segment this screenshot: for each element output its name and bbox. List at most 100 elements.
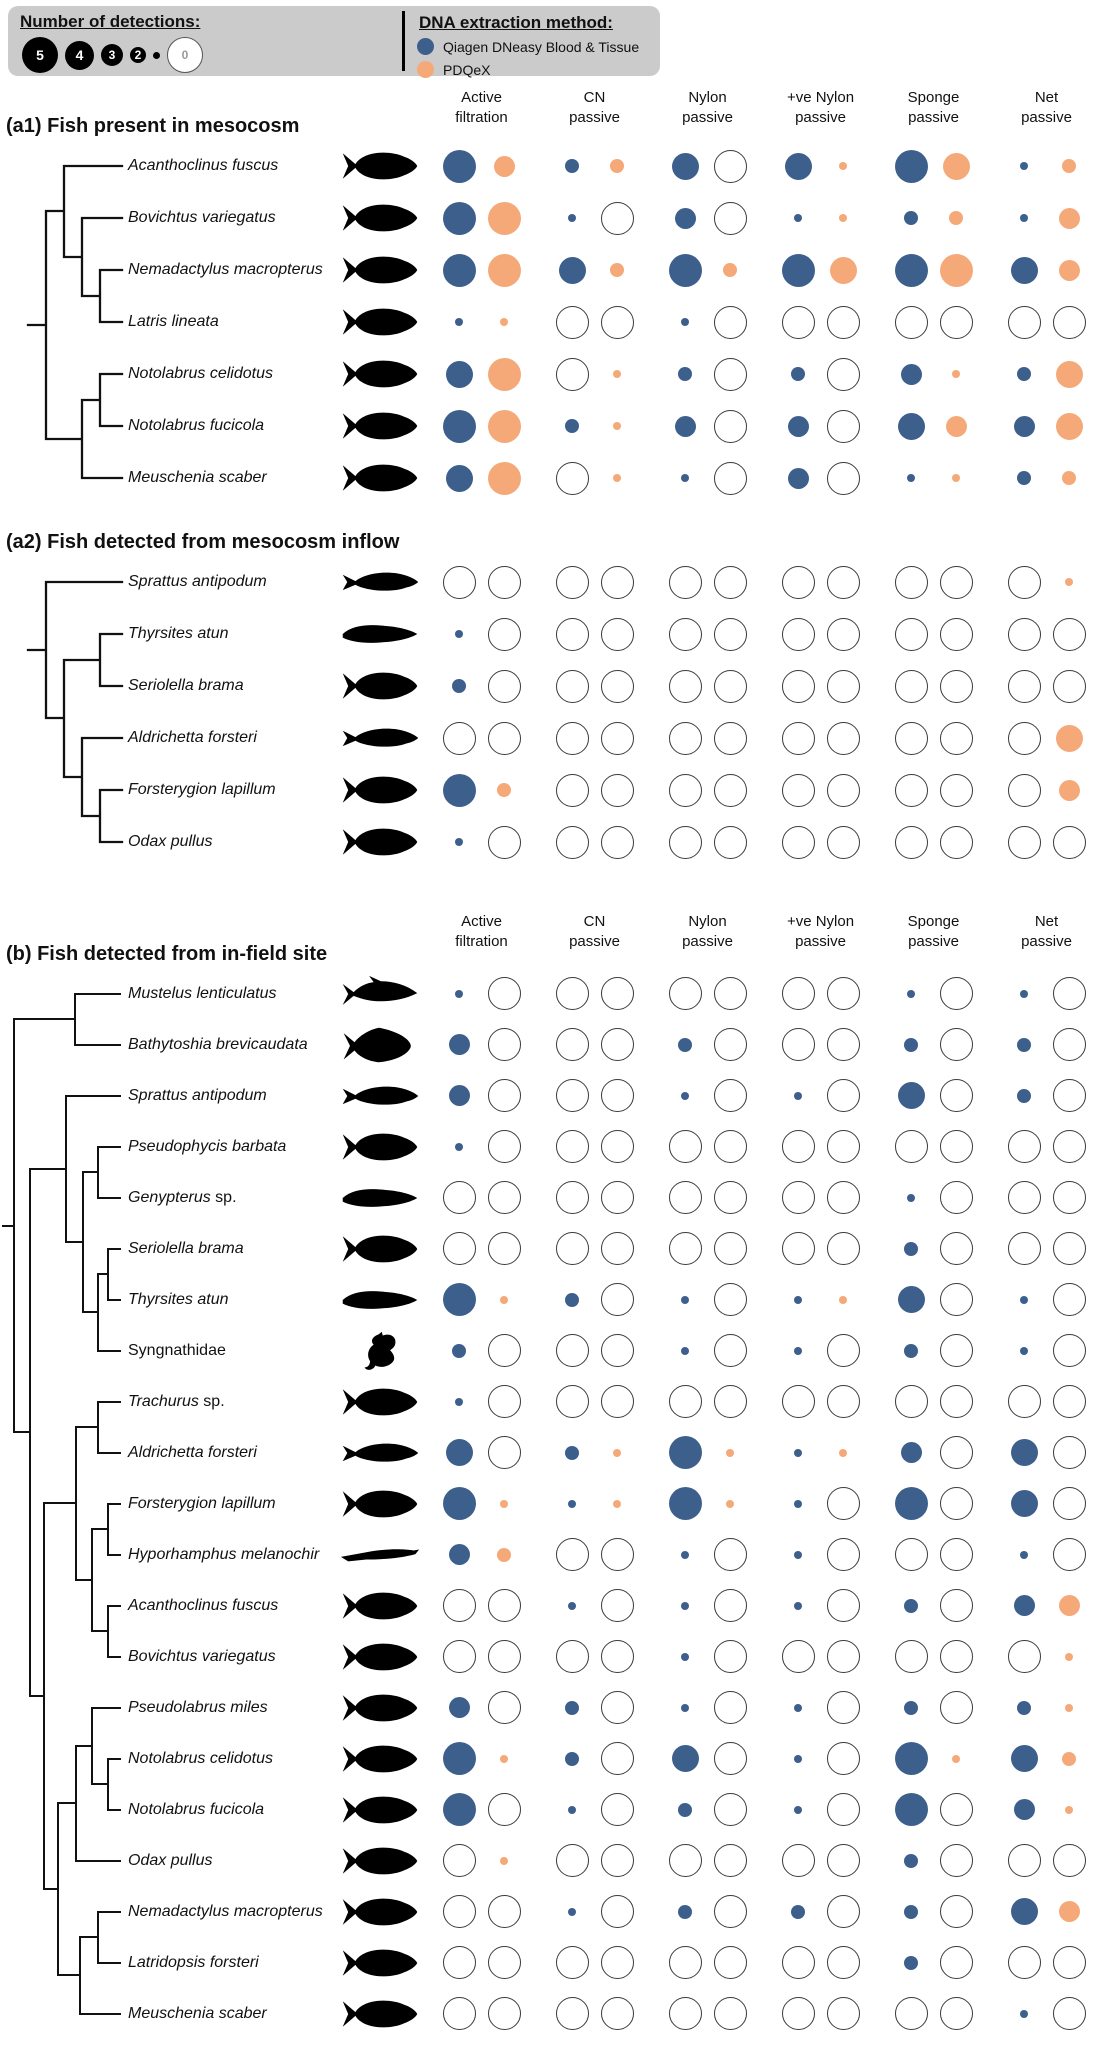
- fish-silhouette-fish-icon: [335, 458, 425, 498]
- bubble-slot: [1047, 404, 1092, 448]
- bubble-cell-col5: [877, 1686, 990, 1730]
- species-row: Thyrsites atun: [0, 608, 1106, 660]
- bubble-qiagen-4: [671, 152, 699, 180]
- bubble-pdqex-0: [600, 1844, 634, 1877]
- species-label: Forsterygion lapillum: [128, 1494, 276, 1512]
- bubble-cell-col6: [990, 1992, 1103, 2036]
- bubble-pdqex-0: [939, 1079, 973, 1112]
- species-label: Hyporhamphus melanochir: [128, 1545, 320, 1563]
- bubble-pdqex-0: [713, 565, 747, 599]
- bubble-pdqex-0: [713, 1589, 747, 1622]
- bubble-slot: [437, 716, 482, 760]
- bubble-pdqex-0: [939, 1793, 973, 1826]
- bubble-slot: [663, 1176, 708, 1220]
- bubble-slot: [776, 1941, 821, 1985]
- bubble-slot: [934, 820, 979, 864]
- fish-silhouette-fish-icon: [335, 666, 425, 706]
- method-label: PDQeX: [443, 61, 491, 78]
- bubble-cell-col2: [538, 1176, 651, 1220]
- bubble-qiagen-0: [781, 565, 815, 599]
- bubble-slot: [595, 1482, 640, 1526]
- bubble-slot: [550, 612, 595, 656]
- bubble-pdqex-1: [1065, 1805, 1073, 1814]
- bubble-slot: [482, 1125, 527, 1169]
- bubble-cell-col3: [651, 1227, 764, 1271]
- bubble-pdqex-1: [500, 318, 508, 326]
- species-row: Trachurus sp.: [0, 1376, 1106, 1427]
- bubble-qiagen-0: [555, 977, 589, 1010]
- detection-size-2: 2: [130, 47, 146, 63]
- bubble-slot: [1002, 1635, 1047, 1679]
- bubble-slot: [708, 1482, 753, 1526]
- bubble-slot: [663, 1227, 708, 1271]
- bubble-cell-col1: [425, 1890, 538, 1934]
- bubble-pdqex-0: [1052, 1130, 1086, 1163]
- bubble-pdqex-0: [1052, 1487, 1086, 1520]
- bubble-slot: [889, 768, 934, 812]
- bubble-slot: [550, 768, 595, 812]
- bubble-cell-col2: [538, 560, 651, 604]
- bubble-pdqex-5: [487, 409, 521, 443]
- bubble-slot: [482, 1074, 527, 1118]
- bubble-slot: [550, 820, 595, 864]
- bubble-slot: [437, 1227, 482, 1271]
- bubble-qiagen-3: [674, 207, 696, 229]
- bubble-slot: [595, 768, 640, 812]
- species-row: Notolabrus fucicola: [0, 1784, 1106, 1835]
- bubble-slot: [776, 1176, 821, 1220]
- bubble-pdqex-0: [713, 1844, 747, 1877]
- bubble-slot: [708, 1227, 753, 1271]
- bubble-slot: [663, 1125, 708, 1169]
- bubble-slot: [889, 1788, 934, 1832]
- bubble-slot: [663, 404, 708, 448]
- bubble-slot: [482, 352, 527, 396]
- bubble-pdqex-0: [939, 617, 973, 651]
- panel-title-b: (b) Fish detected from in-field site: [6, 943, 328, 965]
- bubble-slot: [437, 1278, 482, 1322]
- bubble-slot: [663, 144, 708, 188]
- bubble-pdqex-0: [487, 1130, 521, 1163]
- bubble-cell-col2: [538, 1278, 651, 1322]
- fish-silhouette-fish-icon: [335, 1586, 425, 1626]
- bubble-cell-col1: [425, 1788, 538, 1832]
- bubble-cell-col3: [651, 196, 764, 240]
- bubble-cell-col1: [425, 248, 538, 292]
- bubble-qiagen-5: [442, 409, 476, 443]
- bubble-slot: [437, 1074, 482, 1118]
- bubble-qiagen-4: [784, 152, 812, 180]
- bubble-slot: [663, 1788, 708, 1832]
- bubble-cell-col6: [990, 1380, 1103, 1424]
- bubble-qiagen-1: [1020, 1550, 1028, 1559]
- bubble-slot: [708, 820, 753, 864]
- bubble-qiagen-5: [442, 201, 476, 235]
- bubble-slot: [437, 820, 482, 864]
- bubble-slot: [889, 1941, 934, 1985]
- bubble-slot: [934, 1839, 979, 1883]
- bubble-pdqex-0: [487, 1895, 521, 1928]
- bubble-qiagen-0: [442, 1997, 476, 2030]
- bubble-pdqex-1: [500, 1754, 508, 1763]
- bubble-cell-col3: [651, 664, 764, 708]
- bubble-slot: [776, 196, 821, 240]
- bubble-pdqex-0: [713, 1640, 747, 1673]
- bubble-cell-col6: [990, 1482, 1103, 1526]
- bubble-slot: [889, 1992, 934, 2036]
- bubble-qiagen-4: [1010, 1439, 1038, 1466]
- bubble-qiagen-0: [555, 1028, 589, 1061]
- bubble-slot: [482, 560, 527, 604]
- bubble-slot: [595, 404, 640, 448]
- bubble-cell-col2: [538, 352, 651, 396]
- bubble-qiagen-4: [897, 1286, 925, 1313]
- bubble-pdqex-0: [939, 1640, 973, 1673]
- species-row: Pseudophycis barbata: [0, 1121, 1106, 1172]
- bubble-cell-col2: [538, 1941, 651, 1985]
- bubble-slot: [708, 1635, 753, 1679]
- bubble-slot: [663, 1023, 708, 1067]
- bubble-slot: [595, 1380, 640, 1424]
- bubble-slot: [821, 1941, 866, 1985]
- bubble-pdqex-0: [600, 1946, 634, 1979]
